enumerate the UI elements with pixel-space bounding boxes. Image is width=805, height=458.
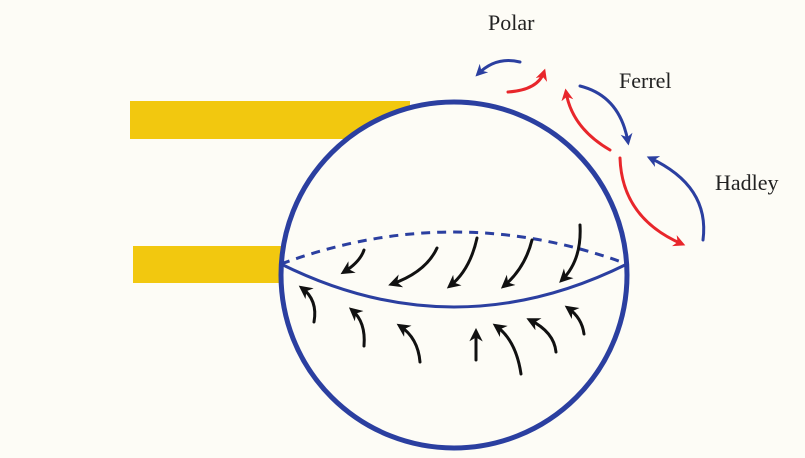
hadley-cell	[620, 158, 704, 244]
polar-label: Polar	[488, 10, 535, 35]
ferrel-cell-red-arrow	[566, 92, 610, 150]
polar-cell-blue-arrow	[478, 61, 520, 75]
polar-cell-red-arrow	[508, 72, 544, 92]
ferrel-cell	[566, 86, 628, 150]
earth-globe	[281, 102, 627, 448]
polar-cell	[478, 61, 544, 93]
hadley-cell-blue-arrow	[650, 158, 704, 240]
ferrel-label: Ferrel	[619, 68, 672, 93]
hadley-label: Hadley	[715, 170, 779, 195]
sun-ray-equator	[133, 246, 283, 283]
